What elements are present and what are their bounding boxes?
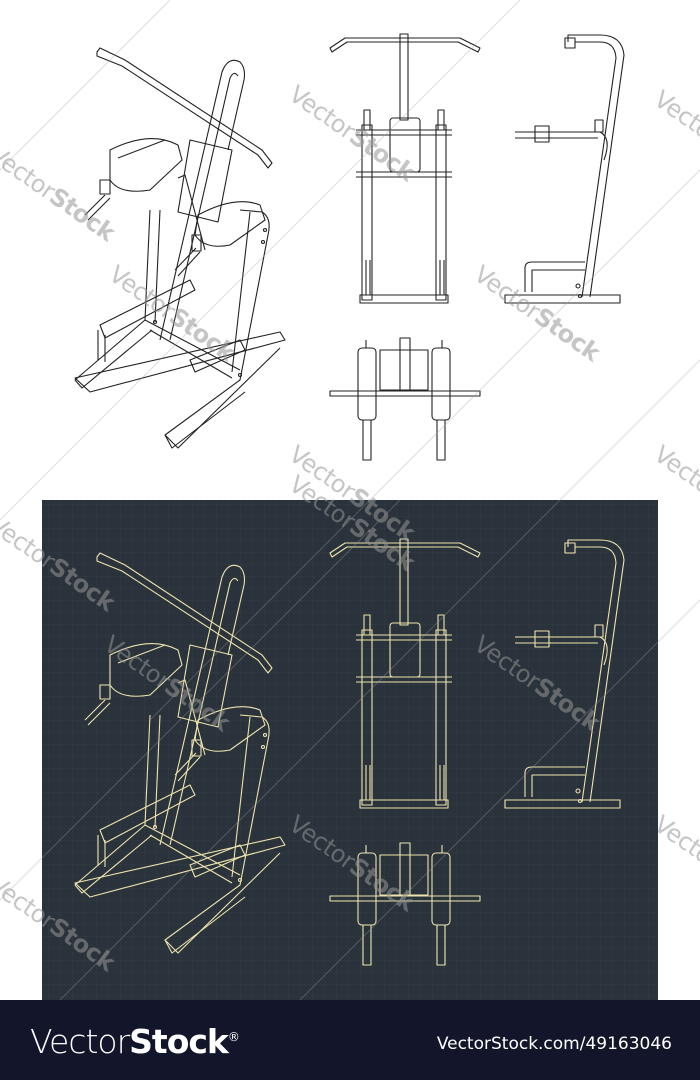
logo-text-bold: Stock [129,1022,229,1061]
registered-mark: ® [227,1030,240,1044]
light-drawing-set [74,33,625,461]
blueprint-artwork [0,0,700,1000]
dark-blueprint-panel [42,500,658,1000]
logo-text-thin: Vector [30,1022,130,1061]
watermark-diagonal-lines [0,0,700,1000]
footer-bar: VectorStock® VectorStock.com/49163046 [0,1000,700,1080]
vectorstock-logo[interactable]: VectorStock® [30,1022,240,1061]
image-url[interactable]: VectorStock.com/49163046 [436,1034,672,1054]
